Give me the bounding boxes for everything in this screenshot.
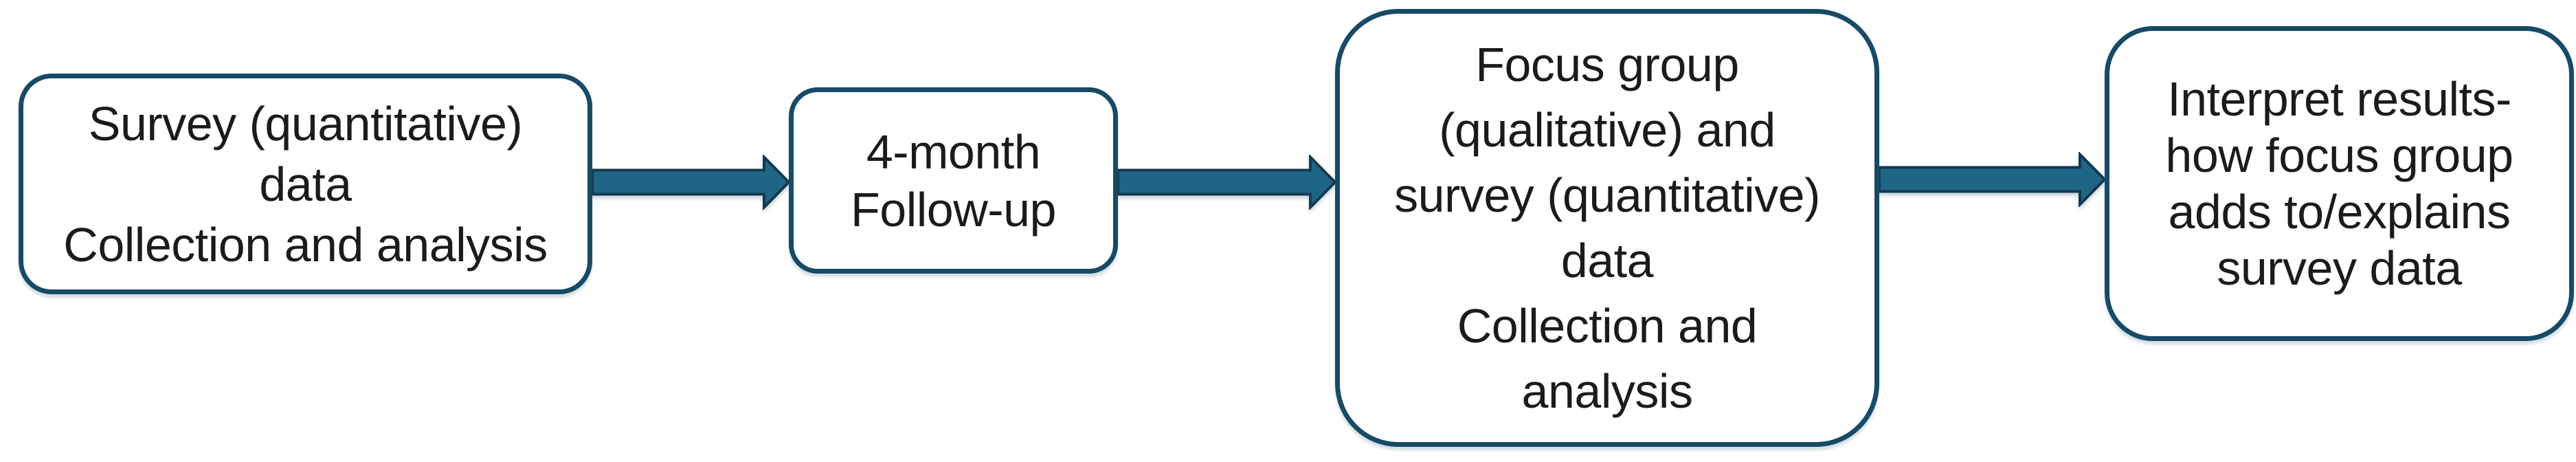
flow-node-four-month-follow-up: 4-month Follow-up — [789, 87, 1118, 274]
flow-node-interpret-results: Interpret results- how focus group adds … — [2105, 26, 2574, 341]
flow-arrow-icon — [1118, 155, 1335, 210]
flow-node-label: Survey (quantitative) data Collection an… — [63, 96, 548, 272]
flow-node-label: 4-month Follow-up — [851, 124, 1056, 236]
flow-node-survey-data-collection: Survey (quantitative) data Collection an… — [19, 74, 592, 294]
flow-arrow-icon — [592, 155, 789, 210]
flow-node-label: Focus group (qualitative) and survey (qu… — [1394, 37, 1820, 418]
flow-node-label: Interpret results- how focus group adds … — [2165, 72, 2513, 295]
flow-node-focus-group-survey-collection: Focus group (qualitative) and survey (qu… — [1335, 9, 1879, 447]
flow-arrow-icon — [1879, 152, 2105, 207]
